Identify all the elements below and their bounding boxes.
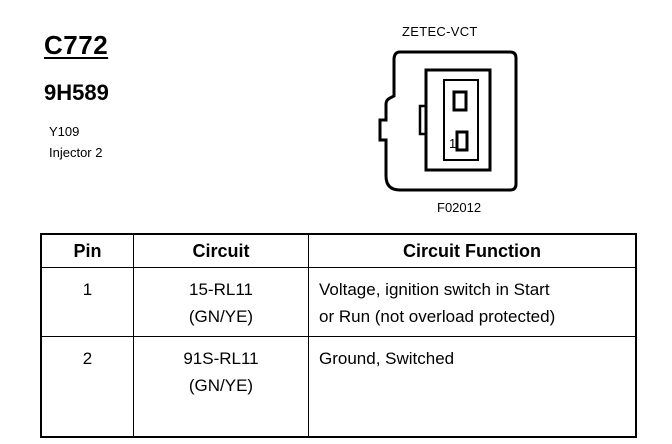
wire-color: (GN/YE): [188, 307, 254, 326]
pin-2-terminal: [452, 90, 468, 112]
pin-number: 2: [82, 349, 93, 368]
pinout-table: Pin Circuit Circuit Function 1 15-RL11 (…: [40, 233, 637, 438]
connector-housing: [378, 50, 518, 192]
pin-1-terminal: [455, 130, 469, 152]
engine-variant-label: ZETEC-VCT: [402, 24, 478, 39]
pin-cell: 2: [40, 336, 134, 438]
part-number: 9H589: [44, 80, 109, 105]
table-row: 2 91S-RL11 (GN/YE) Ground, Switched: [40, 336, 637, 438]
header-pin: Pin: [40, 233, 134, 268]
function-line: Ground, Switched: [319, 349, 455, 368]
pin-cell: 1: [40, 267, 134, 337]
header-circuit: Circuit: [133, 233, 309, 268]
terminal-block: [424, 68, 492, 172]
terminal-cavity: [443, 79, 479, 161]
figure-id: F02012: [437, 200, 482, 215]
function-cell: Ground, Switched: [308, 336, 637, 438]
table-row: 1 15-RL11 (GN/YE) Voltage, ignition swit…: [40, 267, 637, 337]
function-cell: Voltage, ignition switch in Start or Run…: [308, 267, 637, 337]
connector-id: C772: [44, 30, 109, 60]
circuit-cell: 91S-RL11 (GN/YE): [133, 336, 309, 438]
function-line: Voltage, ignition switch in Start: [319, 280, 550, 299]
header-circuit-function: Circuit Function: [308, 233, 637, 268]
pin-1-label: 1: [449, 136, 456, 151]
circuit-code: 15-RL11: [189, 280, 253, 299]
connector-face-diagram: 1: [378, 50, 518, 192]
circuit-cell: 15-RL11 (GN/YE): [133, 267, 309, 337]
pin-number: 1: [82, 280, 93, 299]
wire-color: (GN/YE): [188, 376, 254, 395]
location-code: Y109: [49, 124, 80, 139]
circuit-code: 91S-RL11: [183, 349, 259, 368]
function-line: or Run (not overload protected): [319, 307, 556, 326]
connector-description: Injector 2: [49, 145, 103, 160]
table-header-row: Pin Circuit Circuit Function: [40, 233, 637, 268]
